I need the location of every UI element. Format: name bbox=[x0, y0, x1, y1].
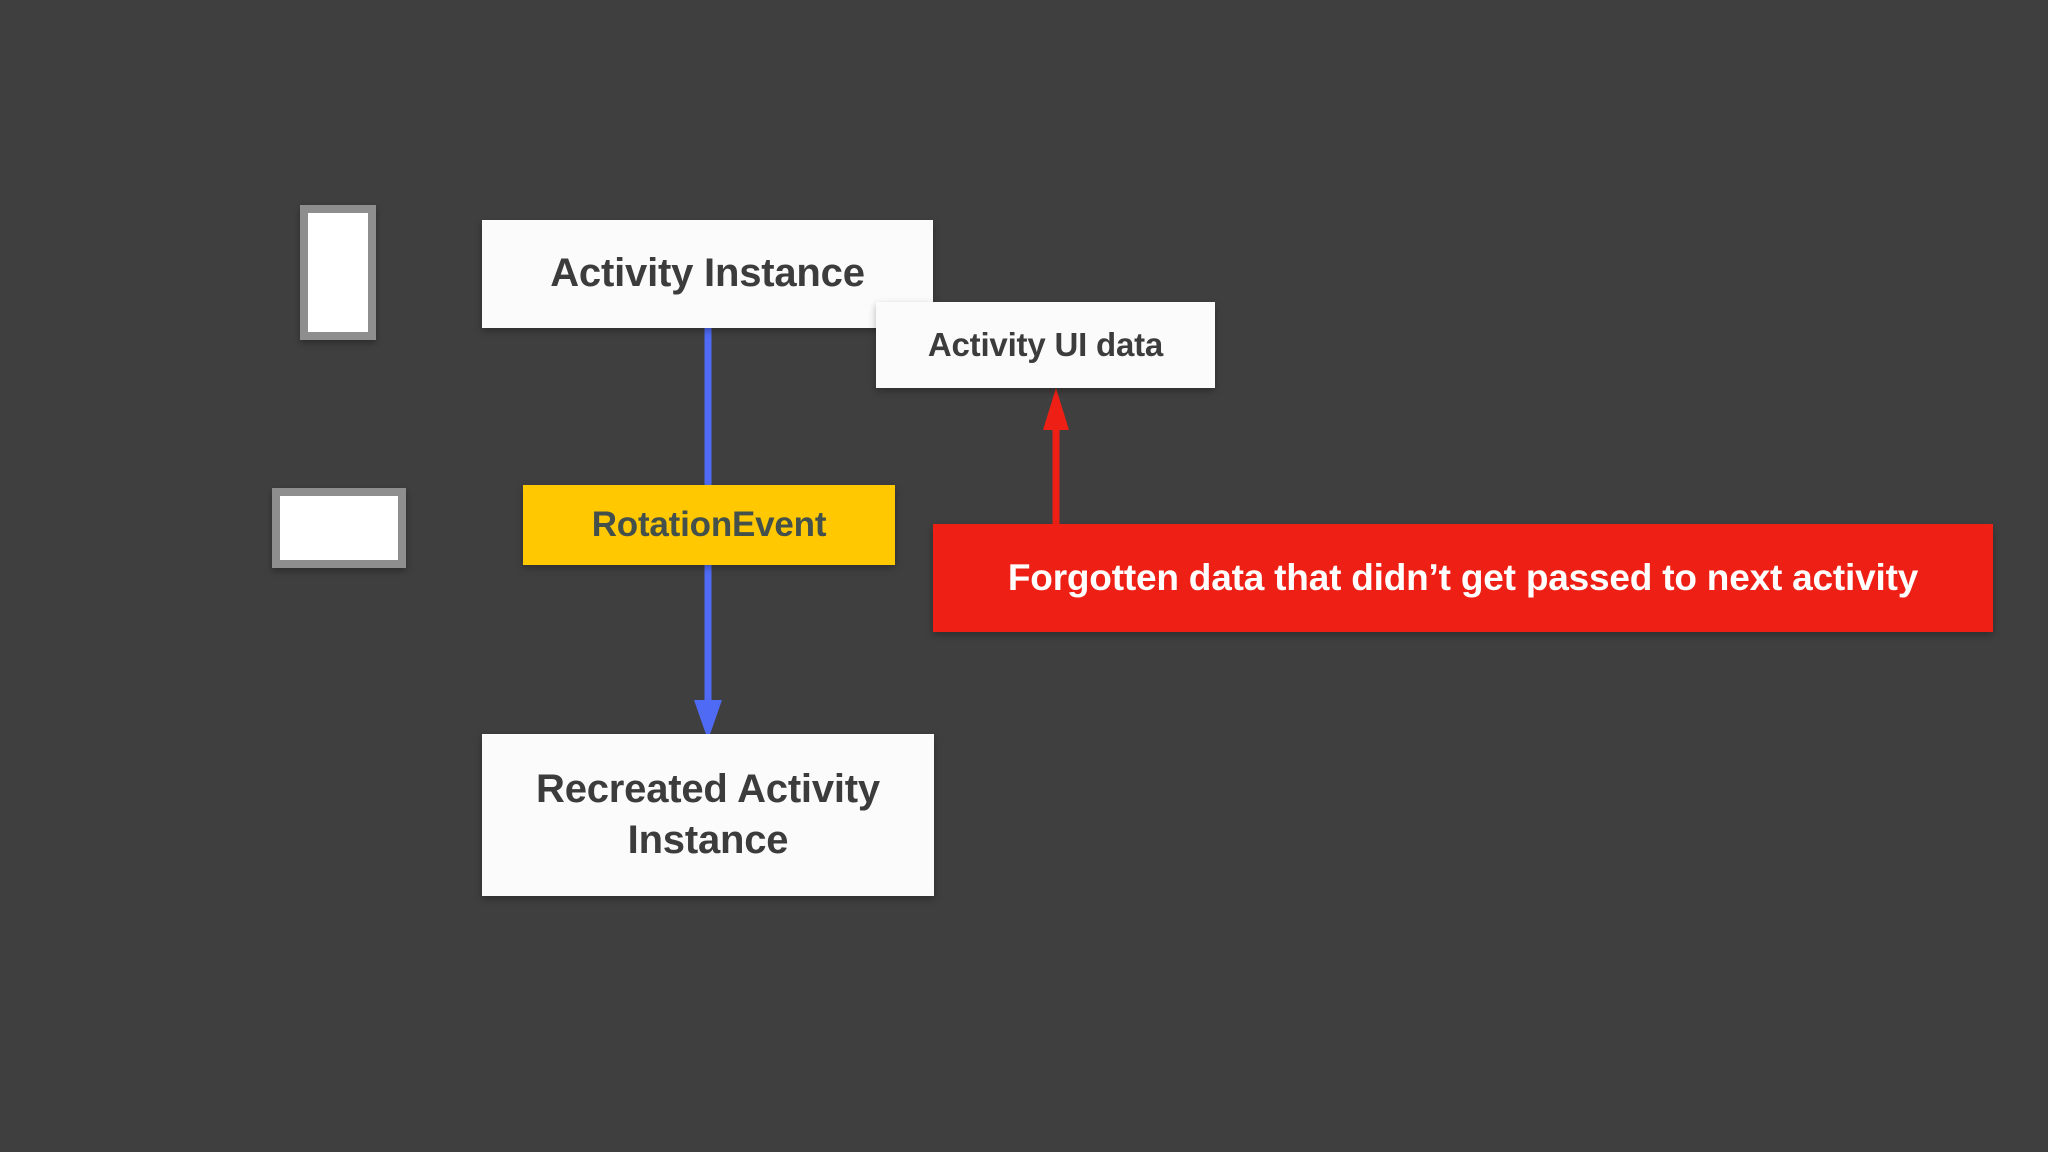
node-activity-ui-data[interactable]: Activity UI data bbox=[876, 302, 1215, 388]
node-recreated-activity-instance-label: Recreated Activity Instance bbox=[536, 766, 880, 862]
phone-landscape-icon bbox=[272, 488, 406, 568]
phone-portrait-icon bbox=[300, 205, 376, 340]
forgotten-data-banner-label: Forgotten data that didn’t get passed to… bbox=[1007, 557, 1919, 599]
node-activity-ui-data-label: Activity UI data bbox=[927, 325, 1164, 363]
node-activity-instance[interactable]: Activity Instance bbox=[482, 220, 933, 328]
forgotten-data-arrow bbox=[1040, 388, 1072, 532]
node-rotation-event[interactable]: RotationEvent bbox=[523, 485, 895, 565]
node-activity-instance-label: Activity Instance bbox=[550, 251, 865, 296]
forgotten-data-banner[interactable]: Forgotten data that didn’t get passed to… bbox=[933, 524, 1993, 632]
node-recreated-activity-instance[interactable]: Recreated Activity Instance bbox=[482, 734, 934, 896]
forgotten-data-arrow-shape bbox=[1043, 388, 1069, 532]
node-rotation-event-label: RotationEvent bbox=[591, 504, 827, 544]
